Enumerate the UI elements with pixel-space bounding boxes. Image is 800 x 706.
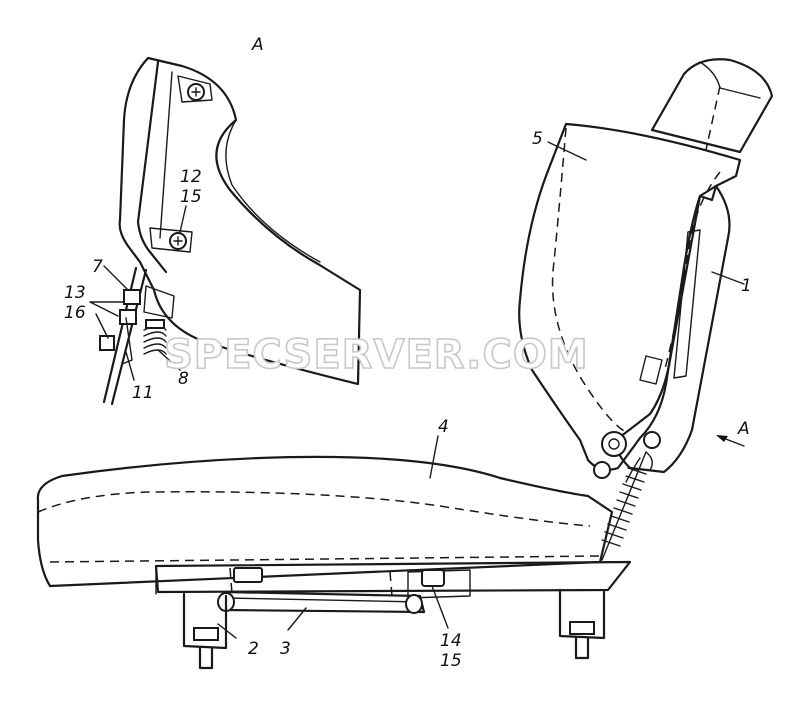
main-seat: A [36, 58, 774, 670]
leader-13-16 [89, 301, 125, 339]
view-arrow-head [716, 435, 728, 442]
detail-cushion-curve [225, 119, 321, 263]
label-7: 7 [92, 257, 103, 277]
side-frame-latch [639, 355, 663, 385]
side-frame [614, 184, 731, 474]
rear-leg [558, 588, 606, 640]
base-bracket-14 [407, 569, 471, 599]
seat-base-frame [154, 560, 632, 594]
slide-rail-hidden [229, 567, 393, 597]
seat-cushion-base-line [49, 555, 601, 563]
label-12: 12 [180, 167, 202, 187]
front-leg [182, 592, 228, 650]
detail-view-a: A [89, 35, 362, 406]
detail-backrest-outline [118, 56, 362, 386]
detail-top-bolt-cross [191, 87, 201, 97]
seat-cushion-hidden-edge [37, 491, 591, 527]
leader-3 [287, 607, 307, 631]
leader-14-15 [431, 585, 449, 629]
label-15-base: 15 [440, 651, 462, 671]
side-frame-slot [673, 229, 701, 379]
label-2: 2 [248, 639, 259, 659]
leader-2 [217, 623, 237, 639]
pivot-bolt-center [608, 438, 620, 450]
leader-4 [429, 435, 439, 479]
detail-view-title: A [251, 35, 264, 55]
detail-top-plate [177, 75, 213, 103]
leader-12-15 [179, 205, 187, 233]
detail-frame-inner [159, 71, 173, 239]
leader-7 [103, 265, 129, 291]
base-bolt-14 [421, 569, 445, 587]
leader-1 [711, 271, 745, 285]
label-13: 13 [64, 283, 86, 303]
rear-leg-foot [569, 621, 595, 635]
label-11: 11 [132, 383, 154, 403]
lower-pivot-bolt [593, 461, 611, 479]
backrest-spring [601, 451, 653, 561]
backrest-hidden-edge [551, 127, 627, 433]
base-bolt-rear [233, 567, 263, 583]
slide-rail-inner [225, 597, 421, 603]
detail-spring-bracket [143, 285, 175, 319]
detail-nut-13 [119, 309, 137, 325]
headrest [650, 58, 774, 154]
leader-8 [157, 349, 181, 371]
leader-11 [125, 351, 135, 381]
label-15-detail: 15 [180, 187, 202, 207]
detail-clip-11 [121, 317, 133, 365]
front-leg-foot [193, 627, 219, 641]
front-leg-stud [198, 646, 214, 670]
detail-middle-plate [149, 227, 193, 253]
leader-5 [547, 141, 587, 161]
label-4: 4 [438, 417, 449, 437]
detail-nut-16 [99, 335, 115, 351]
backrest [518, 122, 742, 471]
label-5: 5 [532, 129, 543, 149]
view-arrow-label: A [737, 419, 750, 439]
detail-middle-bolt-cross [173, 236, 183, 246]
slide-rail-end-rear [405, 594, 423, 614]
detail-frame-bar [136, 60, 168, 274]
label-1: 1 [741, 276, 752, 296]
backrest-hidden-rear [663, 171, 721, 373]
detail-nut-7 [123, 289, 141, 305]
label-16: 16 [64, 303, 86, 323]
watermark: SPECSERVER.COM [164, 332, 589, 378]
label-3: 3 [280, 639, 291, 659]
seat-cushion [36, 455, 614, 588]
rear-leg-stud [574, 636, 590, 660]
pivot-bolt [601, 431, 627, 457]
detail-spring-8 [143, 319, 167, 355]
label-14: 14 [440, 631, 462, 651]
headrest-hidden-stem [705, 85, 721, 151]
label-8: 8 [178, 369, 189, 389]
upper-spring-bolt [643, 431, 661, 449]
